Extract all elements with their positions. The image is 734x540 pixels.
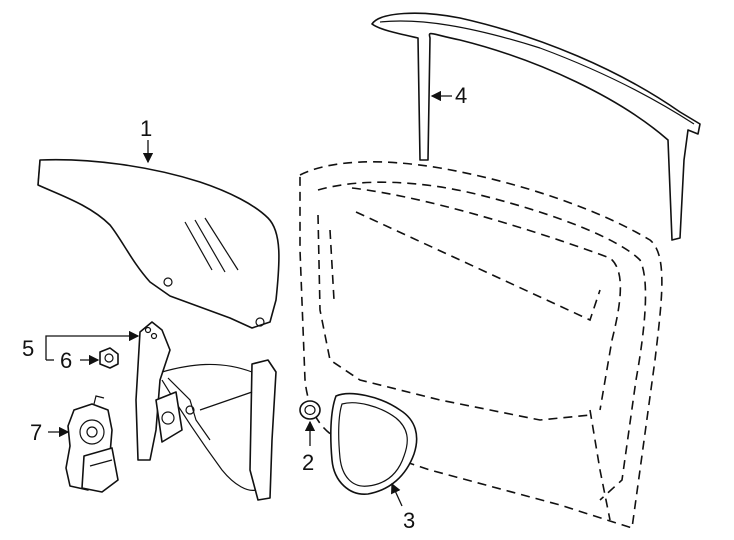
leader-lines (45, 90, 452, 507)
callout-3: 3 (403, 508, 415, 533)
callout-5: 5 (22, 336, 34, 361)
hole-cover-seal (330, 392, 418, 495)
window-frame-channel (371, 12, 701, 241)
access-plug (299, 400, 321, 420)
door-shell-outline (299, 161, 663, 530)
callout-6: 6 (60, 348, 72, 373)
leader-3 (391, 482, 403, 507)
callout-2: 2 (302, 450, 314, 475)
window-regulator (135, 321, 277, 501)
leader-5 (45, 330, 140, 348)
regulator-motor (65, 395, 119, 493)
callout-4: 4 (455, 83, 467, 108)
door-glass (37, 158, 280, 329)
regulator-nut (99, 347, 119, 369)
callout-1: 1 (140, 116, 152, 141)
callout-7: 7 (30, 420, 42, 445)
